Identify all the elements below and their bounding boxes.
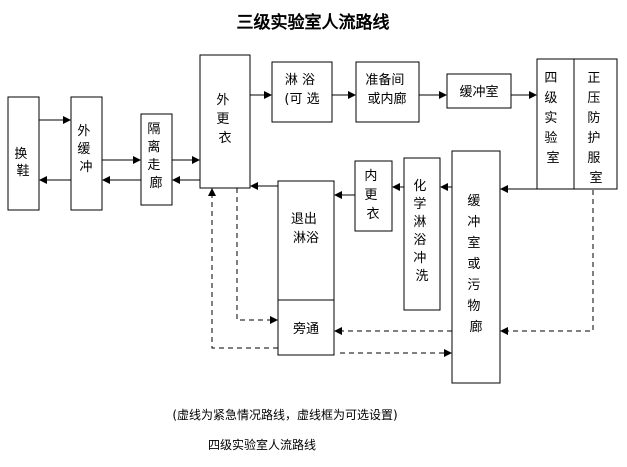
caption: 四级实验室人流路线 (208, 437, 316, 452)
label-pp-2: 压 (587, 91, 600, 106)
label-pp-5: 服 (587, 151, 600, 166)
label-exit-2: 淋浴 (293, 231, 319, 246)
label-exit-shower: 退出 淋浴 (291, 212, 321, 246)
box-change-shoes (7, 96, 40, 211)
box-shower-optional (271, 61, 333, 123)
label-inner-2: 更 (364, 188, 377, 203)
label-chem-3: 淋 (413, 215, 426, 230)
label-isolation-2: 离 (147, 139, 160, 155)
label-change-shoes-1: 换 (14, 147, 27, 162)
label-outer-buffer-1: 外 (77, 124, 90, 139)
label-outer-gown: 外 更 衣 (216, 93, 233, 146)
label-l4-5: 室 (546, 150, 559, 166)
label-buffer-room: 缓冲室 (459, 84, 498, 100)
label-outer-buffer-2: 缓 (77, 142, 90, 157)
label-chem-2: 学 (413, 196, 426, 212)
box-chemical-shower (403, 157, 441, 311)
diagram-title: 三级实验室人流路线 (237, 12, 390, 33)
box-outer-gown (199, 54, 251, 189)
label-exit-1: 退出 (291, 212, 317, 227)
label-isolation-4: 廊 (149, 175, 162, 191)
label-outer-gown-1: 外 (216, 93, 229, 108)
box-prep-room (355, 61, 420, 123)
dash-bypass-to-gown (208, 188, 278, 349)
label-outer-gown-3: 衣 (218, 130, 231, 146)
solid-arrows (39, 91, 537, 199)
label-chem-5: 冲 (413, 251, 426, 266)
label-outer-buffer-3: 冲 (79, 160, 92, 175)
dashed-arrows (208, 188, 594, 357)
label-outer-buffer: 外 缓 冲 (77, 124, 94, 175)
label-bd-7: 廊 (469, 319, 482, 335)
label-prep-2: 或内廊 (367, 91, 406, 107)
label-inner-1: 内 (364, 168, 377, 184)
label-bd-1: 缓 (467, 194, 480, 209)
label-shower-1: 淋 浴 (285, 73, 315, 88)
box-outer-buffer (70, 96, 103, 211)
label-isolation-3: 走 (147, 158, 160, 173)
label-chem-6: 洗 (415, 269, 428, 284)
label-isolation-1: 隔 (147, 122, 160, 137)
label-chemical-shower: 化 学 淋 浴 冲 洗 (413, 179, 430, 284)
label-change-shoes-2: 鞋 (16, 163, 29, 179)
label-level4-lab: 四 级 实 验 室 (544, 71, 561, 166)
label-buffer-dirty-corridor: 缓 冲 室 或 污 物 廊 (467, 194, 484, 335)
label-bd-5: 污 (467, 278, 480, 293)
label-inner-gown: 内 更 衣 (364, 168, 381, 222)
label-prep-1: 准备间 (365, 72, 404, 88)
dash-lab-to-dirty (500, 190, 594, 335)
dash-gown-to-bypass (236, 188, 278, 324)
label-bypass: 旁通 (293, 321, 319, 337)
label-change-shoes: 换 鞋 (14, 147, 31, 179)
label-chem-1: 化 (413, 179, 426, 194)
label-shower-2: (可 选 (284, 92, 319, 107)
box-inner-gown (354, 160, 393, 232)
box-buffer-dirty-corridor (451, 150, 501, 384)
label-bd-3: 室 (467, 235, 480, 251)
label-outer-gown-2: 更 (216, 112, 229, 127)
label-l4-4: 验 (544, 130, 557, 146)
label-prep-room: 准备间 或内廊 (365, 72, 408, 107)
label-pp-6: 室 (589, 170, 602, 186)
label-positive-pressure-suit: 正 压 防 护 服 室 (587, 71, 604, 186)
label-l4-2: 级 (544, 91, 557, 106)
label-isolation-corridor: 隔 离 走 廊 (147, 122, 164, 191)
label-chem-4: 浴 (413, 233, 426, 248)
label-pp-4: 护 (587, 131, 600, 146)
label-bd-2: 冲 (467, 215, 480, 230)
label-bd-6: 物 (467, 299, 480, 314)
label-shower-optional: 淋 浴 (可 选 (284, 73, 319, 107)
label-inner-3: 衣 (366, 206, 379, 222)
label-pp-3: 防 (587, 110, 600, 126)
legend-note: (虚线为紧急情况路线，虚线框为可选设置) (172, 407, 397, 422)
label-l4-3: 实 (544, 111, 557, 126)
box-level4-lab-group (536, 58, 618, 190)
label-pp-1: 正 (587, 71, 600, 86)
box-buffer-room (446, 73, 512, 109)
label-l4-1: 四 (544, 71, 557, 86)
label-bd-4: 或 (467, 257, 480, 272)
